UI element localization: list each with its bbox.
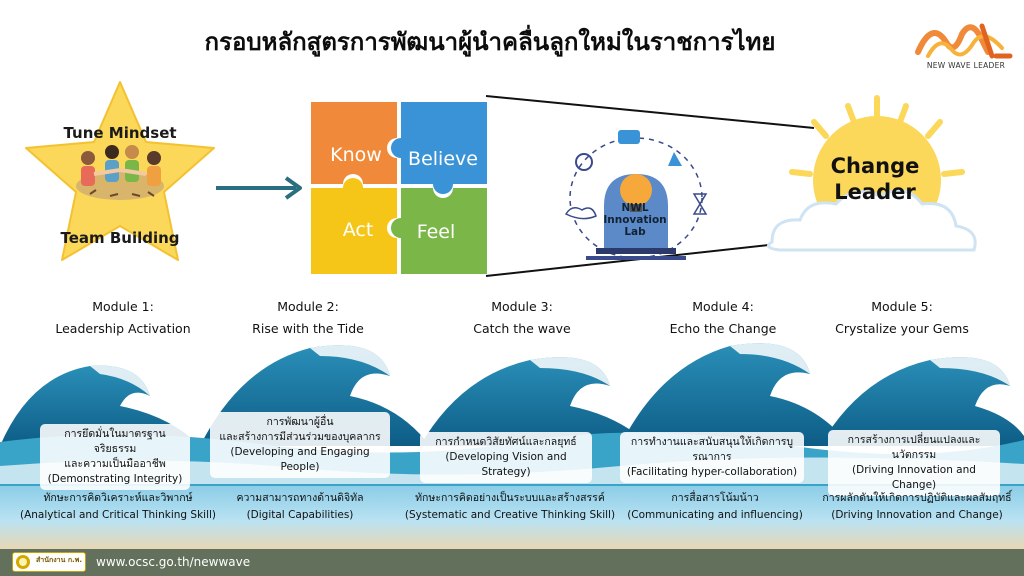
skill-thai: ทักษะการคิดวิเคราะห์และวิพากษ์	[43, 492, 193, 504]
module-4-skill-1: การทำงานและสนับสนุนให้เกิดการบูรณาการ (F…	[620, 432, 804, 483]
lab-label-line1: NWL	[621, 202, 649, 214]
skill-thai: การสร้างการเปลี่ยนแปลงและนวัตกรรม	[847, 434, 981, 461]
skill-thai: การสื่อสารโน้มน้าว	[671, 492, 759, 504]
footer-url-link[interactable]: www.ocsc.go.th/newwave	[96, 555, 251, 569]
puzzle-know-piece	[311, 102, 397, 184]
sun-label-line1: Change	[830, 154, 920, 178]
module-number: Module 2:	[277, 299, 339, 314]
skill-thai: การกำหนดวิสัยทัศน์และกลยุทธ์	[435, 436, 577, 448]
module-4-title: Module 4: Echo the Change	[628, 296, 818, 340]
module-name: Leadership Activation	[55, 321, 191, 336]
module-name: Echo the Change	[669, 321, 777, 336]
puzzle-feel-piece	[391, 188, 487, 274]
puzzle-feel-label: Feel	[416, 221, 456, 243]
module-5-skill-1: การสร้างการเปลี่ยนแปลงและนวัตกรรม (Drivi…	[828, 430, 1000, 496]
arrow-right-icon	[216, 176, 302, 200]
module-name: Crystalize your Gems	[835, 321, 969, 336]
nwl-logo-icon	[915, 23, 1013, 59]
lab-label: NWL Innovation Lab	[599, 202, 671, 238]
lab-label-line3: Lab	[624, 226, 646, 238]
star-shape	[25, 81, 215, 261]
module-3-skill-2: ทักษะการคิดอย่างเป็นระบบและสร้างสรรค์ (S…	[400, 490, 620, 524]
skill-thai: การผลักดันให้เกิดการปฏิบัติและผลสัมฤทธิ์	[822, 492, 1012, 504]
skill-thai-2: และความเป็นมืออาชีพ	[64, 458, 166, 470]
star-top-label: Tune Mindset	[63, 124, 177, 142]
sun-label-line2: Leader	[834, 180, 916, 204]
skill-thai-2: และสร้างการมีส่วนร่วมของบุคลากร	[219, 431, 381, 443]
module-5-skill-2: การผลักดันให้เกิดการปฏิบัติและผลสัมฤทธิ์…	[822, 490, 1012, 524]
skill-english: (Communicating and influencing)	[627, 509, 803, 521]
skill-english: (Driving Innovation and Change)	[831, 509, 1003, 521]
page-title: กรอบหลักสูตรการพัฒนาผู้นำคลื่นลูกใหม่ในร…	[204, 28, 776, 56]
skill-english: (Driving Innovation and Change)	[852, 464, 976, 491]
puzzle-believe-piece	[391, 102, 487, 194]
skill-english: (Analytical and Critical Thinking Skill)	[19, 509, 217, 521]
skill-english: (Digital Capabilities)	[246, 509, 354, 521]
skill-thai: การพัฒนาผู้อื่น	[266, 416, 334, 428]
lab-label-line2: Innovation	[603, 214, 667, 226]
skill-thai: ทักษะการคิดอย่างเป็นระบบและสร้างสรรค์	[415, 492, 605, 504]
module-1-skill-2: ทักษะการคิดวิเคราะห์และวิพากษ์ (Analytic…	[8, 490, 228, 524]
module-number: Module 4:	[692, 299, 754, 314]
puzzle-act-piece	[311, 178, 397, 274]
module-2-title: Module 2: Rise with the Tide	[213, 296, 403, 340]
module-name: Catch the wave	[473, 321, 571, 336]
skill-thai: ความสามารถทางด้านดิจิทัล	[236, 492, 364, 504]
module-name: Rise with the Tide	[252, 321, 364, 336]
skill-english: (Systematic and Creative Thinking Skill)	[404, 509, 616, 521]
module-number: Module 5:	[871, 299, 933, 314]
module-number: Module 3:	[491, 299, 553, 314]
puzzle-act-label: Act	[342, 219, 374, 241]
module-1-skill-1: การยึดมั่นในมาตรฐานจริยธรรม และความเป็นม…	[40, 424, 190, 490]
module-4-skill-2: การสื่อสารโน้มน้าว (Communicating and in…	[625, 490, 805, 524]
puzzle-believe-label: Believe	[408, 148, 478, 170]
module-2-skill-2: ความสามารถทางด้านดิจิทัล (Digital Capabi…	[215, 490, 385, 524]
skill-thai: การยึดมั่นในมาตรฐานจริยธรรม	[64, 428, 166, 455]
module-number: Module 1:	[92, 299, 154, 314]
skill-english: (Demonstrating Integrity)	[47, 473, 183, 485]
skill-thai: การทำงานและสนับสนุนให้เกิดการบูรณาการ	[630, 436, 794, 463]
module-5-title: Module 5: Crystalize your Gems	[807, 296, 997, 340]
puzzle-know-label: Know	[330, 144, 382, 166]
module-1-title: Module 1: Leadership Activation	[28, 296, 218, 340]
sun-cloud-graphic	[766, 95, 977, 252]
ocsc-logo-icon	[12, 552, 86, 572]
team-illustration	[76, 145, 164, 200]
module-2-skill-1: การพัฒนาผู้อื่น และสร้างการมีส่วนร่วมของ…	[210, 412, 390, 478]
skill-english: (Developing Vision and Strategy)	[445, 451, 567, 478]
footer-badge-text: สำนักงาน ก.พ.	[36, 556, 82, 564]
logo-text: NEW WAVE LEADER	[926, 61, 1006, 70]
skill-english: (Facilitating hyper-collaboration)	[626, 466, 798, 478]
skill-english: (Developing and Engaging People)	[230, 446, 370, 473]
sun-label: Change Leader	[800, 153, 950, 205]
innovation-lab-icon	[564, 130, 708, 260]
footer-bar	[0, 549, 1024, 576]
module-3-title: Module 3: Catch the wave	[427, 296, 617, 340]
module-3-skill-1: การกำหนดวิสัยทัศน์และกลยุทธ์ (Developing…	[420, 432, 592, 483]
ocsc-emblem-icon	[16, 555, 30, 569]
puzzle-graphic	[311, 102, 487, 274]
star-bottom-label: Team Building	[60, 229, 180, 247]
